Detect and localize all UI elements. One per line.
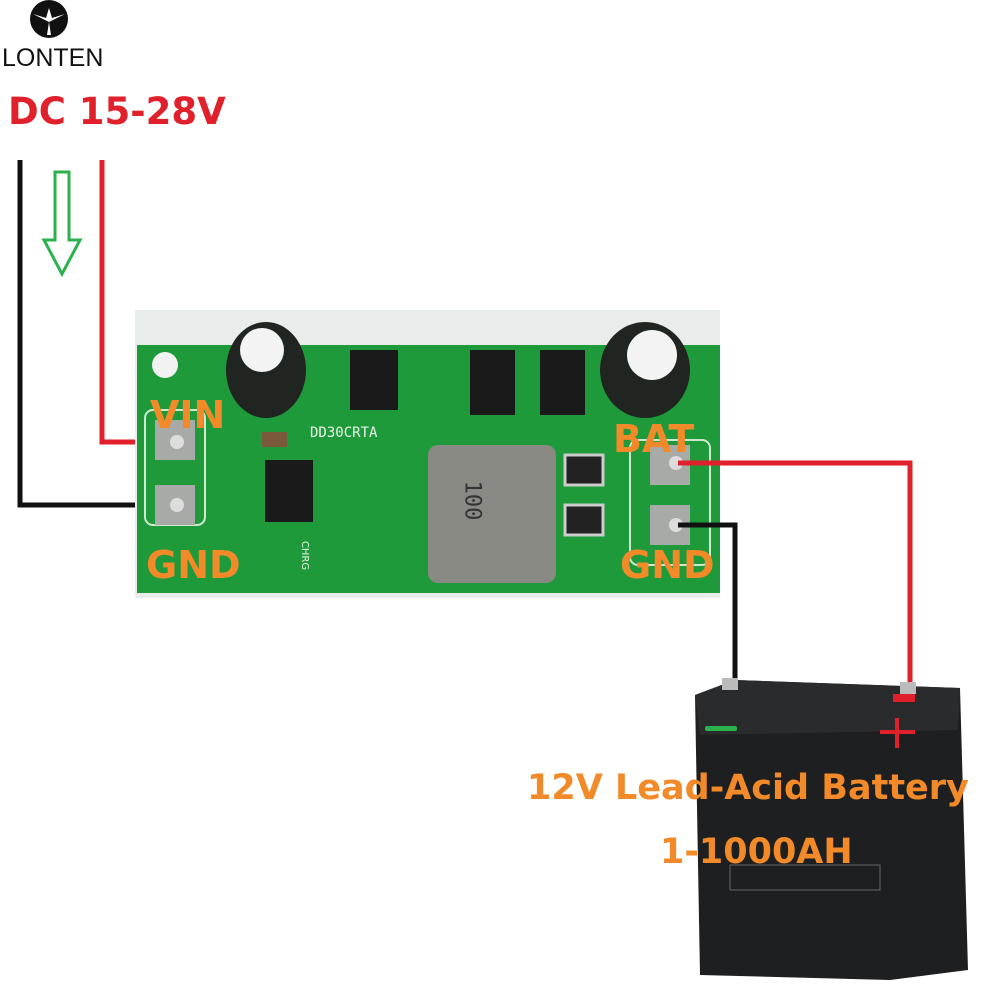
battery-capacity: 1-1000AH <box>660 832 853 872</box>
pin-label-gnd-in: GND <box>146 543 241 587</box>
pin-label-gnd-out: GND <box>620 543 715 587</box>
battery-positive-mark <box>880 718 915 748</box>
input-negative-wire <box>17 160 182 508</box>
lonten-logo-icon <box>30 0 68 38</box>
battery <box>695 678 968 980</box>
battery-title: 12V Lead-Acid Battery <box>527 768 969 808</box>
charger-board <box>135 310 720 598</box>
pin-label-bat: BAT <box>613 417 695 461</box>
battery-negative-mark <box>705 726 737 731</box>
pin-label-vin: VIN <box>150 393 226 437</box>
inductor-marking: 100 <box>459 480 485 521</box>
brand-name: LONTEN <box>2 44 104 72</box>
led-label: CHRG <box>299 540 311 571</box>
chip-marking: DD30CRTA <box>310 425 378 441</box>
input-direction-arrow-icon <box>41 170 83 278</box>
input-voltage-label: DC 15-28V <box>8 90 226 133</box>
output-negative-wire <box>678 522 738 686</box>
output-positive-wire <box>678 460 913 690</box>
